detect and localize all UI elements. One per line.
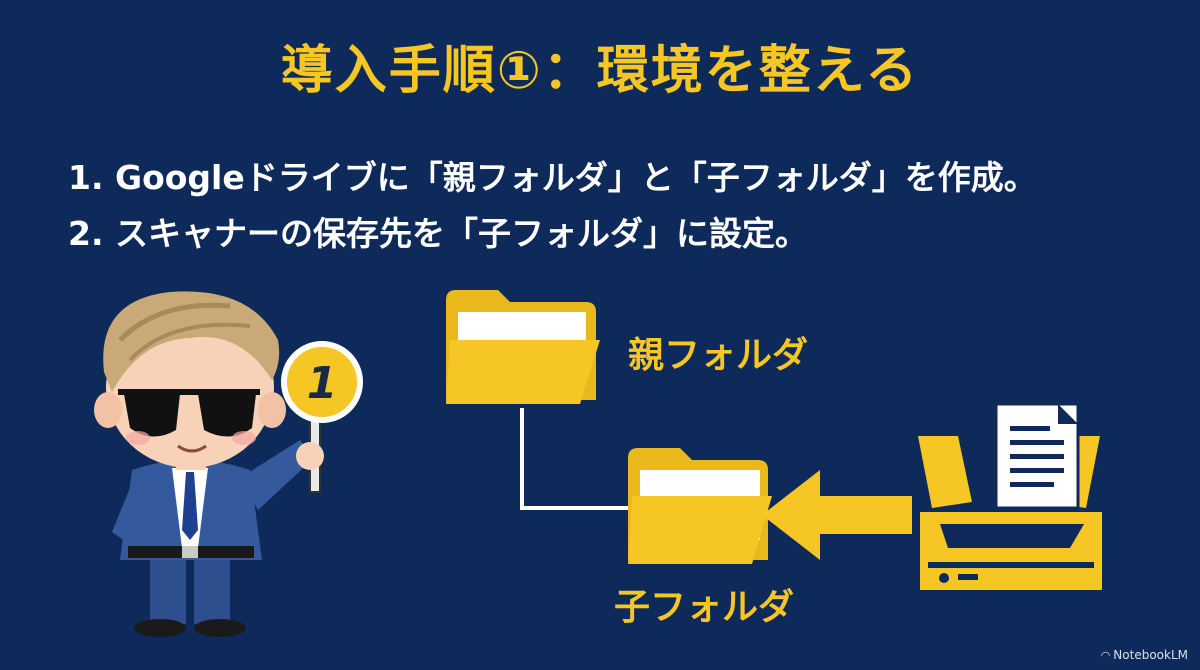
child-folder-icon	[628, 448, 772, 564]
scanner-icon	[918, 402, 1102, 590]
parent-folder-label: 親フォルダ	[628, 335, 809, 376]
slide-title: 導入手順①：環境を整える	[280, 41, 920, 101]
step-item-1: 1. Googleドライブに「親フォルダ」と「子フォルダ」を作成。	[68, 158, 1037, 197]
character-illustration: 1	[94, 291, 363, 637]
steps-list: 1. Googleドライブに「親フォルダ」と「子フォルダ」を作成。 2. スキャ…	[68, 150, 1037, 262]
notebooklm-logo-icon: ◠	[1100, 649, 1111, 662]
step-item-2: 2. スキャナーの保存先を「子フォルダ」に設定。	[68, 214, 808, 253]
notebooklm-badge-text: NotebookLM	[1113, 648, 1188, 662]
number-sign-text: 1	[307, 358, 338, 409]
number-sign	[281, 341, 363, 423]
arrow-left-icon	[762, 470, 912, 560]
connector-line	[520, 408, 628, 510]
parent-folder-icon	[446, 290, 600, 404]
notebooklm-badge: ◠NotebookLM	[1101, 648, 1188, 662]
child-folder-label: 子フォルダ	[614, 587, 795, 628]
